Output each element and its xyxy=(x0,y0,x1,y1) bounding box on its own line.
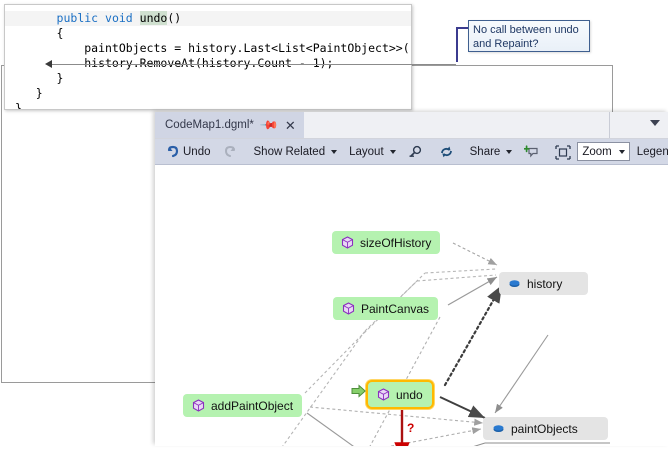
code-text[interactable]: public void undo() { paintObjects = hist… xyxy=(5,5,412,110)
filter-button[interactable] xyxy=(402,141,427,162)
chevron-down-icon[interactable] xyxy=(650,120,660,126)
missing-call-question-mark: ? xyxy=(407,421,415,435)
field-icon xyxy=(508,277,521,290)
add-comment-button[interactable] xyxy=(518,141,543,162)
node-label: undo xyxy=(396,387,423,402)
fit-to-screen-button[interactable] xyxy=(549,141,574,162)
method-icon xyxy=(192,399,205,412)
legend-button[interactable]: Legend xyxy=(630,139,668,164)
chevron-down-icon xyxy=(506,149,513,154)
codemap-toolbar: Undo Show Related Layout xyxy=(155,139,668,165)
annotation-callout: No call between undo and Repaint? xyxy=(468,20,590,52)
codemap-tool-window: CodeMap1.dgml* 📌 ✕ Undo xyxy=(155,112,668,446)
code-line: public void undo() xyxy=(5,11,411,26)
filter-icon xyxy=(408,145,421,158)
tabstrip-divider xyxy=(609,112,610,138)
fit-to-screen-icon xyxy=(555,145,571,160)
show-related-button[interactable]: Show Related xyxy=(248,141,344,162)
refresh-button[interactable] xyxy=(433,141,458,162)
method-icon xyxy=(341,236,354,249)
add-comment-icon xyxy=(524,145,538,158)
code-line: { xyxy=(15,26,64,40)
undo-label: Undo xyxy=(183,145,211,158)
chevron-down-icon xyxy=(331,149,338,154)
callout-arrow-head-icon xyxy=(45,60,52,68)
refresh-icon xyxy=(439,145,452,158)
undo-button[interactable]: Undo xyxy=(160,141,217,162)
graph-node-history[interactable]: history xyxy=(499,272,589,295)
chevron-down-icon xyxy=(389,149,396,154)
code-line: } xyxy=(15,86,43,100)
method-icon xyxy=(377,388,390,401)
undo-arrow-icon xyxy=(166,145,179,158)
close-icon[interactable]: ✕ xyxy=(284,117,296,133)
code-line: history.RemoveAt(history.Count - 1); xyxy=(15,56,334,70)
pin-icon[interactable]: 📌 xyxy=(259,114,280,136)
tab-strip: CodeMap1.dgml* 📌 ✕ xyxy=(155,112,668,139)
code-line: } xyxy=(15,101,22,110)
field-icon xyxy=(492,422,505,435)
node-label: history xyxy=(527,276,563,291)
graph-node-paintObjects[interactable]: paintObjects xyxy=(483,417,608,440)
codemap-graph-canvas[interactable]: sizeOfHistory history PaintCanvas xyxy=(155,165,668,446)
method-icon xyxy=(342,302,355,315)
node-label: paintObjects xyxy=(511,421,578,436)
tab-title: CodeMap1.dgml* xyxy=(165,119,254,131)
zoom-dropdown[interactable]: Zoom xyxy=(577,142,630,161)
node-label: PaintCanvas xyxy=(361,301,430,316)
node-label: sizeOfHistory xyxy=(360,235,432,250)
show-related-label: Show Related xyxy=(253,145,326,158)
code-line: } xyxy=(15,71,64,85)
chevron-down-icon xyxy=(618,149,625,154)
callout-leader-line xyxy=(50,64,456,65)
code-editor-panel[interactable]: public void undo() { paintObjects = hist… xyxy=(4,4,412,110)
legend-label: Legend xyxy=(636,145,668,158)
callout-bracket xyxy=(456,27,471,62)
layout-label: Layout xyxy=(349,145,384,158)
callout-line-1: No call between undo xyxy=(473,24,579,36)
share-label: Share xyxy=(469,145,501,158)
node-label: addPaintObject xyxy=(211,398,294,413)
graph-node-sizeOfHistory[interactable]: sizeOfHistory xyxy=(332,231,441,254)
code-line: paintObjects = history.Last<List<PaintOb… xyxy=(15,41,412,55)
callout-line-2: and Repaint? xyxy=(473,38,539,50)
redo-arrow-icon xyxy=(223,145,236,158)
graph-node-undo[interactable]: undo xyxy=(366,380,434,409)
layout-button[interactable]: Layout xyxy=(343,141,402,162)
graph-node-PaintCanvas[interactable]: PaintCanvas xyxy=(333,297,439,320)
redo-button[interactable] xyxy=(217,141,242,162)
tab-codemap1-dgml[interactable]: CodeMap1.dgml* 📌 ✕ xyxy=(155,112,304,138)
graph-node-addPaintObject[interactable]: addPaintObject xyxy=(183,394,303,417)
zoom-label: Zoom xyxy=(582,145,612,158)
share-button[interactable]: Share xyxy=(464,141,519,162)
